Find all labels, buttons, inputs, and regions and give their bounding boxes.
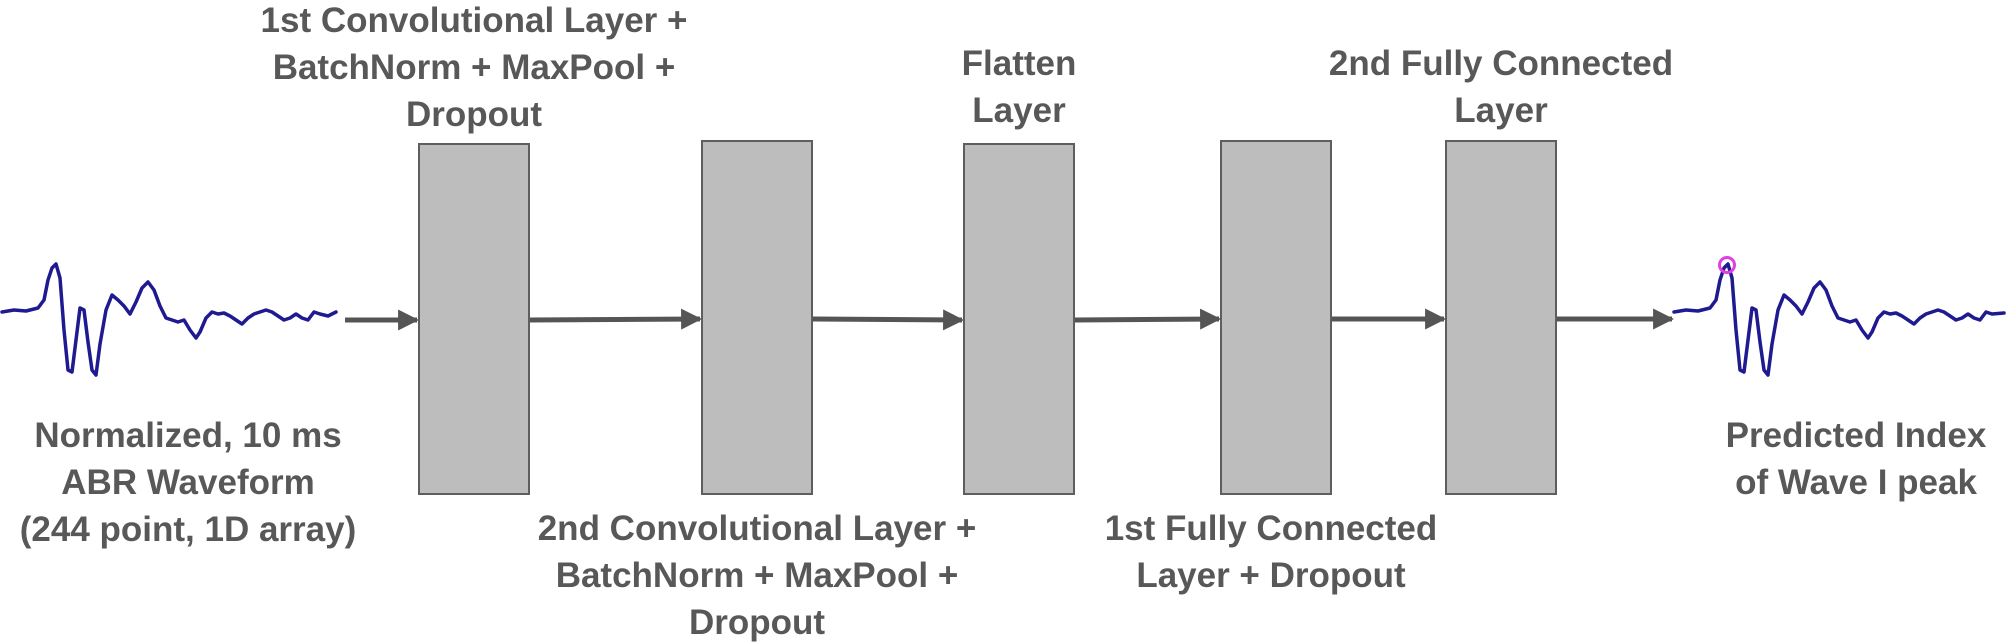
conv1-label: 1st Convolutional Layer + BatchNorm + Ma… [224, 0, 724, 138]
fc1-label-line: Layer + Dropout [1136, 556, 1406, 595]
conv1-label-line: BatchNorm + MaxPool + [272, 48, 676, 87]
input-label-line: (244 point, 1D array) [19, 510, 357, 549]
conv2-label: 2nd Convolutional Layer + BatchNorm + Ma… [507, 505, 1007, 644]
fc2-label-line: Layer [1454, 91, 1548, 130]
predicted-peak-marker [1718, 256, 1736, 274]
fc1-label-line: 1st Fully Connected [1104, 509, 1438, 548]
input-label-line: Normalized, 10 ms [34, 416, 342, 455]
conv2-label-line: BatchNorm + MaxPool + [555, 556, 959, 595]
output-label: Predicted Index of Wave I peak [1708, 412, 2004, 506]
fc1-label: 1st Fully Connected Layer + Dropout [1071, 505, 1471, 599]
output-label-line: Predicted Index [1725, 416, 1987, 455]
layer-box-fc1 [1220, 140, 1332, 495]
layer-box-flatten [963, 143, 1075, 495]
conv2-label-line: 2nd Convolutional Layer + [537, 509, 977, 548]
fc2-label: 2nd Fully Connected Layer [1271, 40, 1731, 134]
flatten-label-line: Flatten [961, 44, 1077, 83]
flatten-label: Flatten Layer [919, 40, 1119, 134]
arrow-conv1-to-conv2 [529, 308, 703, 330]
fc2-label-line: 2nd Fully Connected [1328, 44, 1674, 83]
flatten-label-line: Layer [972, 91, 1066, 130]
input-label-line: ABR Waveform [61, 463, 315, 502]
arrow-flatten-to-fc1 [1074, 308, 1222, 330]
conv2-label-line: Dropout [688, 603, 826, 642]
arrow-conv2-to-flatten [812, 309, 965, 331]
output-label-line: of Wave I peak [1735, 463, 1977, 502]
input-label: Normalized, 10 ms ABR Waveform (244 poin… [0, 412, 376, 553]
layer-box-fc2 [1445, 140, 1557, 495]
layer-box-conv1 [418, 143, 530, 495]
conv1-label-line: 1st Convolutional Layer + [260, 1, 688, 40]
output-waveform [1672, 262, 2006, 377]
conv1-label-line: Dropout [405, 95, 543, 134]
input-waveform [0, 262, 338, 377]
layer-box-conv2 [701, 140, 813, 495]
